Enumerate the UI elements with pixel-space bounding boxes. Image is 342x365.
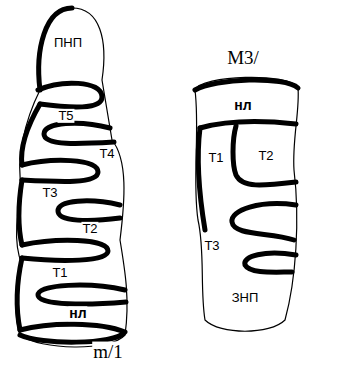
enamel-folds [17, 8, 126, 342]
part-label: Т4 [98, 147, 115, 161]
enamel-folds [195, 80, 298, 272]
tooth-contour [16, 8, 127, 347]
part-label: Т1 [51, 266, 68, 280]
part-label: Т2 [257, 149, 274, 163]
part-label: Т3 [41, 186, 58, 200]
part-label: нл [68, 306, 87, 321]
part-label: Т5 [57, 109, 74, 123]
part-label: М3/ [226, 48, 260, 69]
part-label: m/1 [92, 342, 124, 363]
part-label: Т3 [203, 239, 220, 253]
part-label: Т2 [81, 222, 98, 236]
part-label: ЗНП [231, 291, 260, 305]
part-label: ПНП [53, 36, 83, 50]
part-label: Т1 [207, 151, 224, 165]
tooth-contour [195, 77, 298, 331]
part-label: нл [233, 98, 252, 113]
